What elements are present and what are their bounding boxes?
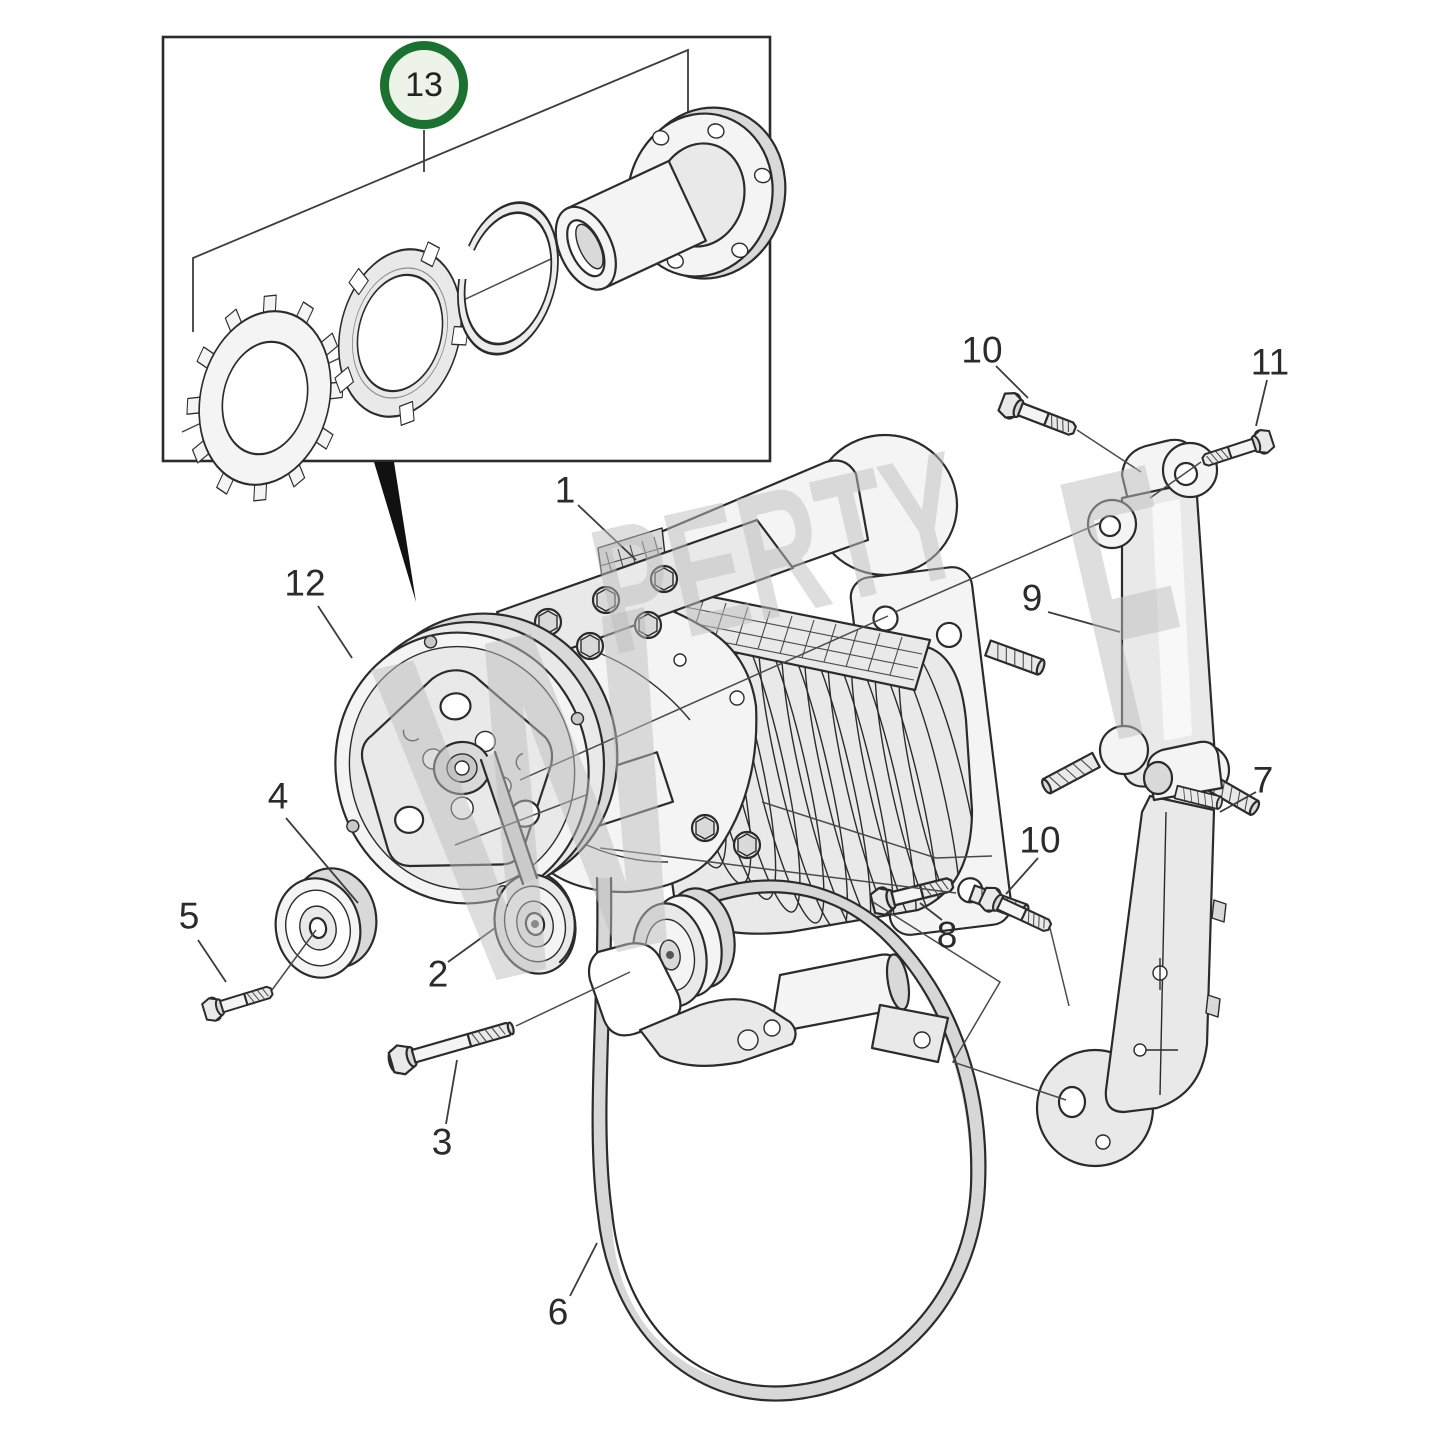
tab-washer [186, 294, 344, 502]
clutch-hub [554, 106, 787, 291]
callout-1: 1 [554, 469, 576, 511]
callout-3: 3 [431, 1121, 453, 1163]
callout-13: 13 [380, 41, 468, 129]
inset-box [161, 35, 787, 602]
bracket-bolt-10-lower [976, 883, 1056, 940]
inset-pointer-arrow [374, 462, 416, 602]
callout-12: 12 [284, 562, 326, 604]
inset-bracket-leader [192, 48, 689, 332]
assembly-reference-lines [454, 615, 1070, 1101]
snap-ring [457, 201, 559, 356]
lock-nut [334, 241, 469, 427]
callout-8: 8 [936, 914, 958, 956]
idler-pulley [274, 867, 378, 979]
bracket-bolt-11 [1198, 426, 1277, 474]
callout-5: 5 [178, 895, 200, 937]
callout-10-lower: 10 [1019, 819, 1061, 861]
idler-bolt [200, 979, 277, 1025]
callout-9: 9 [1021, 577, 1043, 619]
callout-6: 6 [547, 1291, 569, 1333]
callout-4: 4 [267, 775, 289, 817]
belt-tensioner [587, 887, 950, 1067]
callout-leaders [197, 365, 1268, 1297]
callout-7: 7 [1252, 759, 1274, 801]
clutch-pulley [334, 612, 619, 905]
callout-11: 11 [1250, 341, 1290, 383]
mounting-stud-upper [984, 639, 1048, 677]
callout-2: 2 [427, 953, 449, 995]
lower-mounting-bracket [1035, 740, 1227, 1168]
callout-10-upper: 10 [961, 329, 1003, 371]
